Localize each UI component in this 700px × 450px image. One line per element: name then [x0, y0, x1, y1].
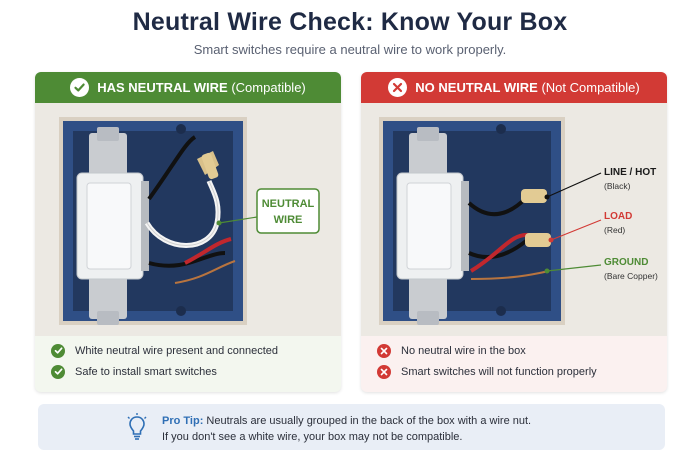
not-compatible-panel: NO NEUTRAL WIRE (Not Compatible): [361, 72, 667, 392]
pro-tip-line2: If you don't see a white wire, your box …: [162, 431, 463, 443]
compatible-panel: HAS NEUTRAL WIRE (Compatible): [35, 72, 341, 392]
neutral-callout-line1: NEUTRAL: [262, 198, 315, 210]
check-circle-icon: [70, 78, 90, 97]
not-compatible-header-note: (Not Compatible): [541, 80, 640, 95]
line-hot-label: LINE / HOT: [604, 167, 656, 178]
pro-tip-label: Pro Tip:: [162, 415, 204, 427]
load-note: (Red): [604, 225, 625, 235]
pro-tip-line1: Pro Tip: Neutrals are usually grouped in…: [162, 415, 531, 427]
not-compatible-bullets: No neutral wire in the box Smart switche…: [361, 340, 667, 382]
bullet-text: Smart switches will not function properl…: [401, 365, 597, 378]
x-icon: [377, 364, 391, 379]
ground-note: (Bare Copper): [604, 271, 658, 281]
list-item: White neutral wire present and connected: [35, 340, 341, 361]
compatible-bullets: White neutral wire present and connected…: [35, 340, 341, 382]
x-icon: [377, 343, 391, 358]
page-subtitle: Smart switches require a neutral wire to…: [193, 42, 507, 57]
compatible-panel-header: HAS NEUTRAL WIRE (Compatible): [35, 72, 341, 103]
ground-label: GROUND: [604, 257, 648, 268]
list-item: No neutral wire in the box: [361, 340, 667, 361]
neutral-callout-line2: WIRE: [274, 214, 303, 226]
compatible-header-main: HAS NEUTRAL WIRE: [97, 80, 228, 95]
box-with-neutral-photo: NEUTRAL WIRE: [35, 103, 341, 336]
compatible-header-note: (Compatible): [231, 80, 306, 95]
x-circle-icon: [388, 78, 408, 97]
bullet-text: White neutral wire present and connected: [75, 344, 279, 357]
not-compatible-header-main: NO NEUTRAL WIRE: [415, 80, 538, 95]
lightbulb-icon: [126, 413, 148, 446]
bullet-text: Safe to install smart switches: [75, 365, 217, 378]
line-hot-note: (Black): [604, 181, 631, 191]
list-item: Smart switches will not function properl…: [361, 361, 667, 382]
bullet-text: No neutral wire in the box: [401, 344, 526, 357]
box-without-neutral-photo: LINE / HOT (Black) LOAD (Red) GROUND (Ba…: [361, 103, 667, 336]
check-icon: [51, 343, 65, 358]
pro-tip-box: Pro Tip: Neutrals are usually grouped in…: [38, 404, 665, 450]
page-title: Neutral Wire Check: Know Your Box: [132, 8, 568, 36]
list-item: Safe to install smart switches: [35, 361, 341, 382]
load-label: LOAD: [604, 211, 632, 222]
pro-tip-text1: Neutrals are usually grouped in the back…: [206, 415, 532, 427]
check-icon: [51, 364, 65, 379]
not-compatible-panel-header: NO NEUTRAL WIRE (Not Compatible): [361, 72, 667, 103]
